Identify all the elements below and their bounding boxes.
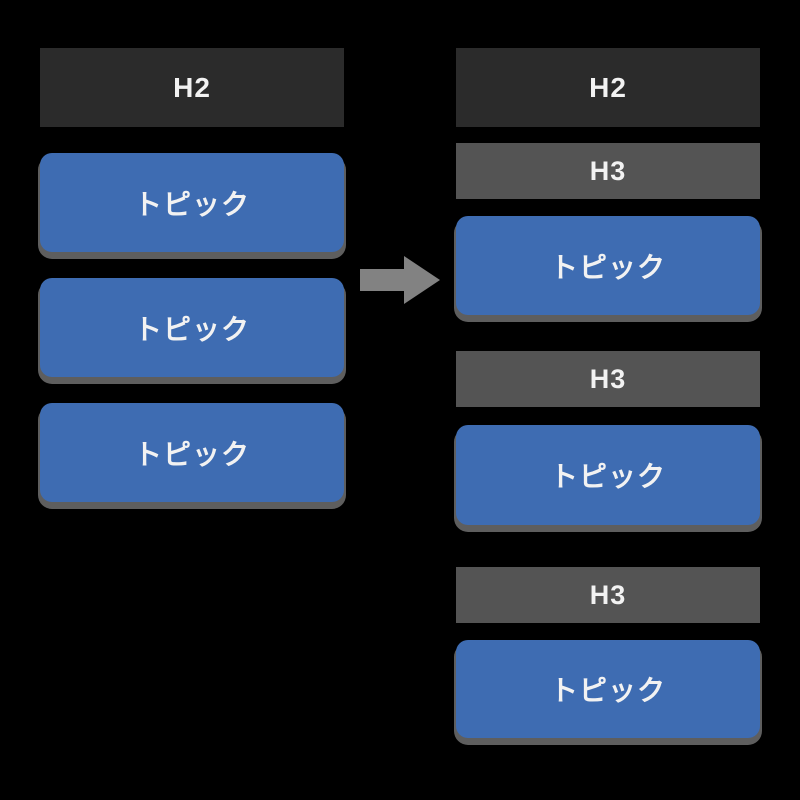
- left-topic-label-1: トピック: [133, 188, 250, 220]
- right-h3-bar-1: H3: [456, 143, 760, 199]
- right-topic-card-2: トピック: [456, 425, 760, 525]
- left-topic-label-2: トピック: [133, 313, 250, 345]
- right-h3-label-1: H3: [589, 155, 627, 186]
- right-h2-label: H2: [589, 71, 627, 103]
- left-topic-card-1: トピック: [40, 153, 344, 252]
- left-h2-bar: H2: [40, 48, 344, 127]
- right-h2-bar: H2: [456, 48, 760, 127]
- right-h3-bar-2: H3: [456, 351, 760, 407]
- right-h3-label-3: H3: [589, 579, 627, 610]
- right-topic-label-2: トピック: [549, 461, 666, 492]
- left-topic-card-3: トピック: [40, 403, 344, 502]
- right-h3-bar-3: H3: [456, 567, 760, 623]
- right-topic-label-1: トピック: [549, 251, 666, 283]
- right-topic-card-3: トピック: [456, 640, 760, 738]
- left-topic-label-3: トピック: [133, 438, 250, 470]
- right-topic-label-3: トピック: [549, 675, 666, 706]
- right-topic-card-1: トピック: [456, 216, 760, 315]
- left-topic-card-2: トピック: [40, 278, 344, 377]
- right-h3-label-2: H3: [589, 363, 627, 394]
- right-arrow-icon: [360, 256, 440, 304]
- left-h2-label: H2: [173, 71, 211, 103]
